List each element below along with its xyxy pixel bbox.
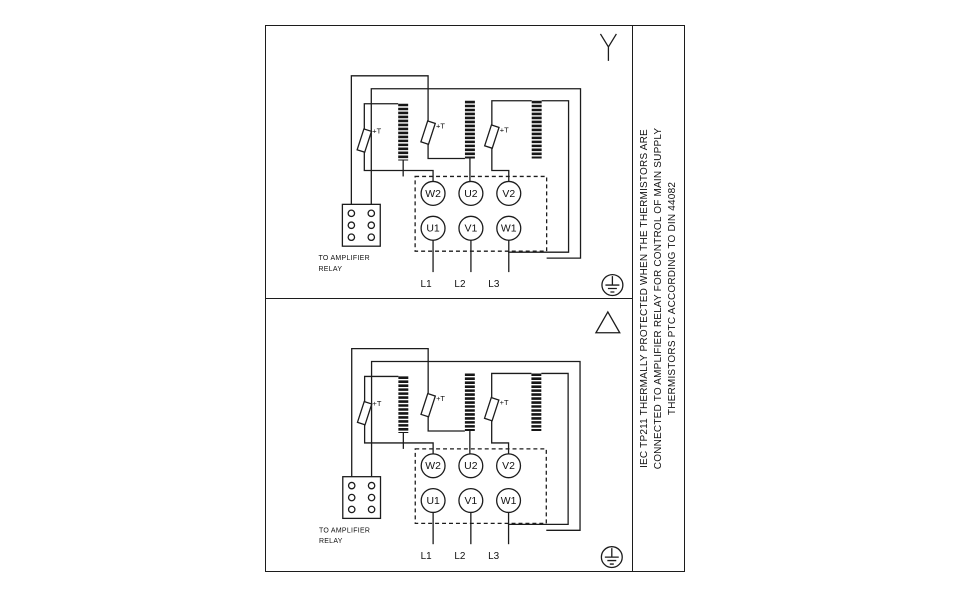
panel-divider [266, 298, 633, 299]
supply-line-label: L3 [488, 279, 500, 290]
thermistor-label: +T [373, 399, 382, 408]
supply-line-label: L3 [488, 551, 500, 562]
terminal-w1: W1 [496, 487, 522, 514]
thermistors: +T +T +T [356, 120, 509, 154]
side-note-text: IEC TP211 THERMALLY PROTECTED WHEN THE T… [633, 26, 684, 571]
relay-note-line1: TO AMPLIFIER [318, 255, 369, 262]
terminal-label: U1 [426, 224, 440, 235]
thermistor-icon [356, 128, 373, 154]
amplifier-relay-connector [341, 203, 381, 247]
motor-windings [398, 373, 542, 434]
side-note-line: IEC TP211 THERMALLY PROTECTED WHEN THE T… [638, 129, 650, 468]
thermistor-icon [420, 392, 437, 418]
terminal-v1: V1 [458, 215, 484, 241]
side-note-column: IEC TP211 THERMALLY PROTECTED WHEN THE T… [632, 26, 683, 571]
thermistor-icon [420, 120, 437, 146]
terminal-w2: W2 [420, 453, 446, 479]
supply-line-label: L2 [454, 279, 466, 290]
thermistor-icon [483, 124, 500, 150]
terminal-w2: W2 [420, 180, 446, 206]
earth-ground-icon [600, 546, 623, 569]
thermistor-icon [356, 400, 373, 426]
terminal-u2: U2 [458, 180, 484, 206]
thermistor-label: +T [436, 122, 445, 131]
terminal-v2: V2 [496, 180, 522, 206]
amplifier-relay-connector [342, 476, 382, 520]
star-icon [599, 33, 617, 61]
supply-line-label: L1 [421, 279, 433, 290]
terminal-label: U1 [426, 496, 440, 507]
relay-note-line1: TO AMPLIFIER [319, 527, 370, 534]
terminal-label: U2 [464, 189, 478, 200]
terminal-label: W2 [425, 461, 441, 472]
wiring [351, 347, 581, 545]
thermistors: +T +T +T [356, 392, 509, 426]
terminal-board-outline [414, 448, 547, 524]
terminal-label: V2 [502, 461, 515, 472]
thermistor-label: +T [500, 398, 509, 407]
terminal-v2: V2 [496, 453, 522, 479]
terminal-label: U2 [464, 461, 478, 472]
wiring [350, 75, 582, 273]
diagram-frame: +T +T +T W2 U2 V2 U1 [265, 25, 685, 572]
thermistor-icon [483, 396, 500, 422]
terminal-label: V1 [464, 496, 477, 507]
terminal-label: V1 [465, 224, 478, 235]
thermistor-label: +T [500, 126, 509, 135]
earth-ground-icon [601, 273, 624, 297]
relay-note-line2: RELAY [318, 266, 342, 273]
terminal-u1: U1 [420, 215, 446, 241]
panel-delta-connection: +T +T +T W2 U2 V2 U1 [319, 310, 623, 569]
terminal-u2: U2 [458, 453, 484, 479]
terminal-v1: V1 [458, 487, 484, 514]
thermistor-label: +T [436, 394, 445, 403]
supply-line-label: L2 [454, 551, 466, 562]
motor-windings [398, 100, 542, 161]
terminal-label: W1 [501, 496, 517, 507]
relay-note-line2: RELAY [319, 538, 343, 545]
supply-line-label: L1 [421, 551, 433, 562]
side-note-line: CONNECTED TO AMPLIFIER RELAY FOR CONTROL… [652, 127, 664, 470]
side-note-line: THERMISTORS PTC ACCORDING TO DIN 44082 [666, 181, 678, 416]
terminal-board-outline [414, 175, 548, 252]
terminal-w1: W1 [496, 215, 522, 241]
terminal-label: W2 [425, 189, 441, 200]
terminal-label: V2 [502, 189, 515, 200]
terminal-label: W1 [501, 224, 517, 235]
thermistor-label: +T [372, 127, 381, 136]
terminal-u1: U1 [420, 487, 446, 514]
delta-icon [594, 310, 621, 334]
panel-star-connection: +T +T +T W2 U2 V2 U1 [318, 33, 624, 297]
